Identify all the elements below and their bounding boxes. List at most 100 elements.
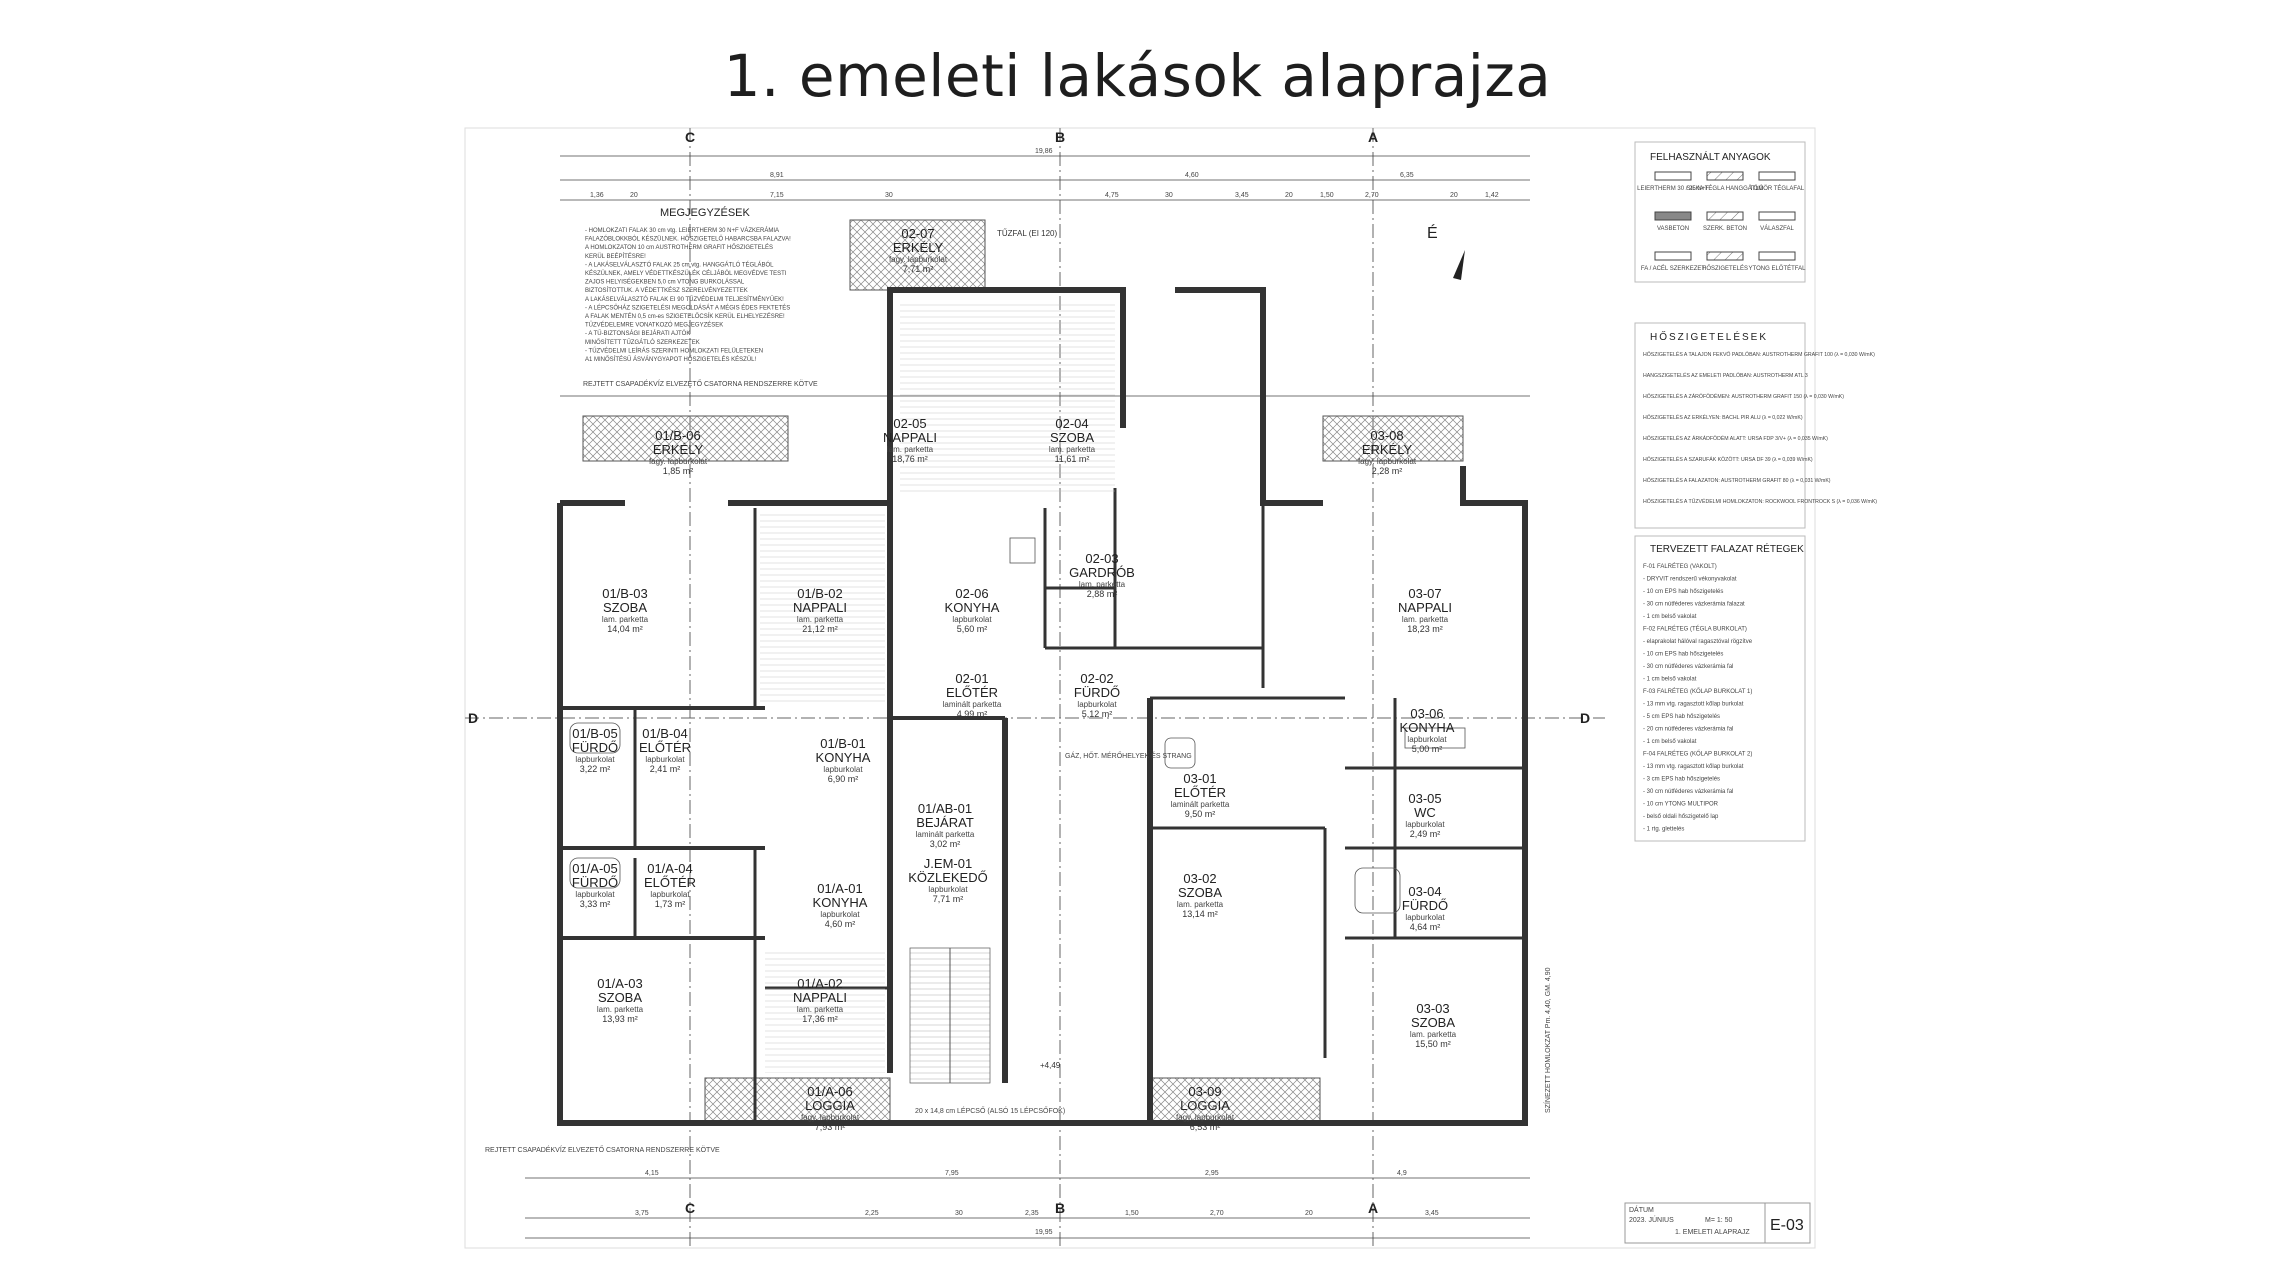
dim-bottom-3: 2,95 [1205, 1170, 1219, 1177]
dim-top-r2-11: 1,42 [1485, 192, 1499, 199]
legend-material-label: FA / ACÉL SZERKEZET [1641, 265, 1705, 272]
room-name: ELŐTÉR [639, 740, 691, 755]
room-name: KONYHA [813, 895, 868, 910]
dim-bottom-r2-0: 3,75 [635, 1210, 649, 1217]
legend-material-label: SZERK. BETON [1703, 226, 1747, 232]
room-floor: lapburkolat [823, 765, 863, 774]
axis-label-top-c: C [685, 129, 695, 145]
room-id: 01/B-01 [820, 736, 866, 751]
room-name: SZOBA [598, 990, 642, 1005]
wall-layer-item: - 1 cm belső vakolat [1643, 739, 1697, 745]
room-floor: lam. parketta [797, 1005, 844, 1014]
note-line: - A LÉPCSŐHÁZ SZIGETELÉSI MEGOLDÁSÁT A M… [585, 304, 790, 311]
room-id: 01/B-03 [602, 586, 648, 601]
balconies [582, 219, 1464, 1124]
room-name: NAPPALI [793, 990, 847, 1005]
room-name: LOGGIA [805, 1098, 855, 1113]
room-name: FÜRDŐ [572, 740, 618, 755]
room-floor: lam. parketta [887, 445, 934, 454]
wall-layer-item: F-02 FALRÉTEG (TÉGLA BURKOLAT) [1643, 626, 1747, 633]
room-floor: lapburkolat [650, 890, 690, 899]
note-line: - TŰZVÉDELMI LEÍRÁS SZERINTI HOMLOKZATI … [585, 347, 763, 354]
room-id: 02-04 [1055, 416, 1088, 431]
room-name: SZOBA [1178, 885, 1222, 900]
gutter-note-top: REJTETT CSAPADÉKVÍZ ELVEZETŐ CSATORNA RE… [583, 379, 818, 388]
dim-bottom-2: 7,95 [945, 1170, 959, 1177]
room-id: 01/A-06 [807, 1084, 853, 1099]
fixtures [569, 537, 1466, 914]
room-area: 4,99 m² [957, 709, 988, 719]
dim-top-r2-4: 4,75 [1105, 192, 1119, 199]
room-id: 03-02 [1183, 871, 1216, 886]
legend-walls-heading: TERVEZETT FALAZAT RÉTEGEK [1650, 542, 1804, 555]
room-id: 01/A-01 [817, 881, 863, 896]
room-area: 13,93 m² [602, 1014, 638, 1024]
room-area: 7,71 m² [903, 264, 934, 274]
room-floor: lapburkolat [1077, 700, 1117, 709]
legend-swatch [1758, 211, 1796, 221]
wall-layer-item: - 30 cm nútféderes vázkerámia fal [1643, 664, 1733, 670]
room-area: 1,85 m² [663, 466, 694, 476]
insulation-item: HŐSZIGETELÉS A TŰZVÉDELMI HOMLOKZATON: R… [1643, 498, 1877, 505]
dim-bottom-r2-2: 30 [955, 1210, 963, 1217]
note-line: KÉSZÜLNEK, AMELY VÉDETTKÉSZÜLÉK CÉLJÁBÓL… [585, 270, 787, 277]
room-floor: lam. parketta [797, 615, 844, 624]
wall-layer-item: - 1 rtg. glettelés [1643, 827, 1684, 833]
dim-top-r2-0: 1,36 [590, 192, 604, 199]
room-floor: lam. parketta [602, 615, 649, 624]
legend-materials-heading: FELHASZNÁLT ANYAGOK [1650, 150, 1771, 163]
dim-bottom-r2-5: 2,70 [1210, 1210, 1224, 1217]
axis-label-right-d: D [1580, 710, 1590, 726]
sheet-title: 1. EMELETI ALAPRAJZ [1675, 1229, 1750, 1236]
dim-top-3: 6,35 [1400, 172, 1414, 179]
room-id: 03-06 [1410, 706, 1443, 721]
wall-layer-item: - belső oldali hőszigetelő lap [1643, 814, 1719, 820]
balcony-0207 [849, 219, 986, 291]
room-area: 2,28 m² [1372, 466, 1403, 476]
room-name: KONYHA [945, 600, 1000, 615]
room-id: 02-01 [955, 671, 988, 686]
legend-material-label: LEIERTHERM 30 / 25 N+F [1637, 186, 1709, 192]
room-area: 3,02 m² [930, 839, 961, 849]
insulation-item: HŐSZIGETELÉS AZ ERKÉLYEN: BACHL PIR ALU … [1643, 414, 1803, 421]
dim-top-r2-10: 20 [1450, 192, 1458, 199]
room-name: KONYHA [1400, 720, 1455, 735]
wall-layer-item: - 10 cm YTONG MULTIPOR [1643, 802, 1719, 808]
title-block: DÁTUM 2023. JÚNIUS M= 1: 50 1. EMELETI A… [1624, 1202, 1811, 1244]
room-name: WC [1414, 805, 1436, 820]
wall-layer-item: - DRYVIT rendszerű vékonyvakolat [1643, 577, 1737, 583]
room-area: 9,50 m² [1185, 809, 1216, 819]
north-arrow-icon: É [1427, 223, 1465, 280]
room-id: 02-06 [955, 586, 988, 601]
room-name: NAPPALI [1398, 600, 1452, 615]
note-line: BIZTOSÍTOTTUK. A VÉDETTKÉSZ SZERELVÉNYEZ… [585, 287, 748, 294]
note-line: A FALAK MENTÉN 0,5 cm-es SZIGETELŐCSÍK K… [585, 313, 785, 320]
room-area: 15,50 m² [1415, 1039, 1451, 1049]
balcony-0308 [1322, 415, 1464, 462]
room-area: 4,64 m² [1410, 922, 1441, 932]
wall-layer-item: - 10 cm EPS hab hőszigetelés [1643, 652, 1723, 658]
room-floor: fagy. lapburkolat [889, 255, 948, 264]
room-id: J.EM-01 [924, 856, 972, 871]
room-area: 14,04 m² [607, 624, 643, 634]
room-area: 18,76 m² [892, 454, 928, 464]
room-floor: laminált parketta [916, 830, 975, 839]
legend-insulation-heading: HŐSZIGETELÉSEK [1650, 329, 1768, 343]
dim-bottom-4: 4,9 [1397, 1170, 1407, 1177]
legend-material-label: SILKA TÉGLA HANGGÁTLÓ [1687, 185, 1764, 192]
dim-top-r2-3: 30 [885, 192, 893, 199]
wall-layer-item: - 30 cm nútféderes vázkerámia falazat [1643, 602, 1745, 608]
room-name: ERKÉLY [1362, 442, 1413, 457]
date-label: DÁTUM [1629, 1205, 1654, 1214]
room-area: 5,12 m² [1082, 709, 1113, 719]
